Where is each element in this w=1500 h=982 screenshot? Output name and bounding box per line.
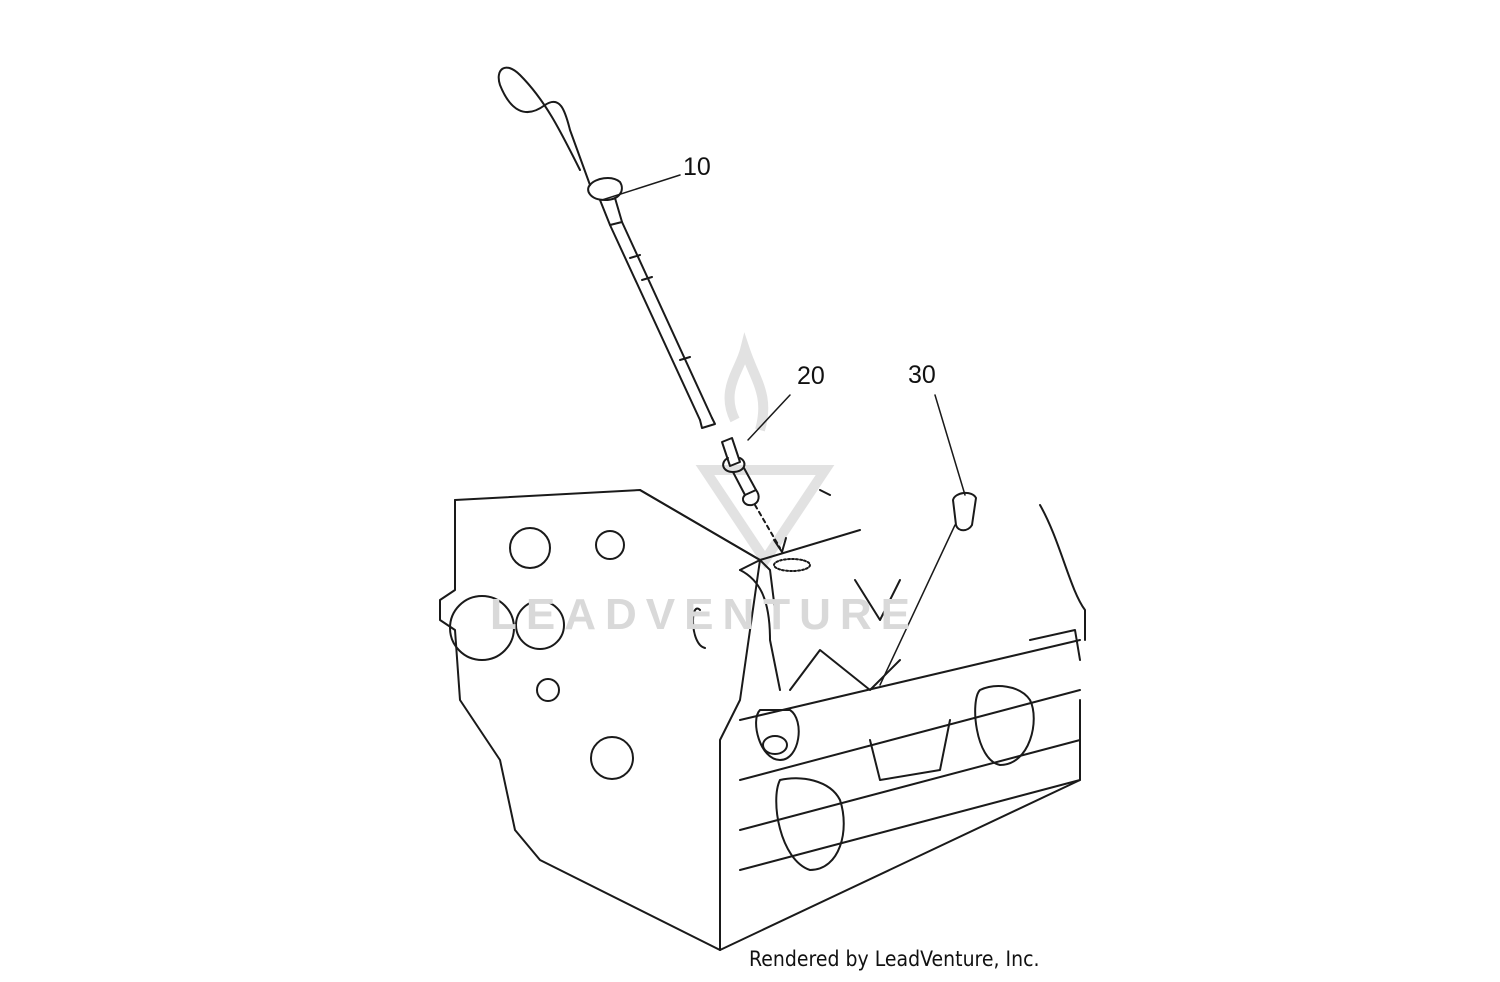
watermark-text: LEADVENTURE — [490, 590, 920, 639]
watermark-logo-icon — [695, 332, 835, 570]
dipstick-tube-part — [721, 394, 811, 572]
callout-10: 10 — [683, 153, 711, 181]
callout-20: 20 — [797, 362, 825, 390]
callout-30: 30 — [908, 361, 936, 389]
dipstick-part — [497, 66, 716, 429]
plug-part — [879, 394, 977, 686]
engine-block — [439, 489, 1086, 951]
credit-text: Rendered by LeadVenture, Inc. — [749, 947, 1040, 971]
